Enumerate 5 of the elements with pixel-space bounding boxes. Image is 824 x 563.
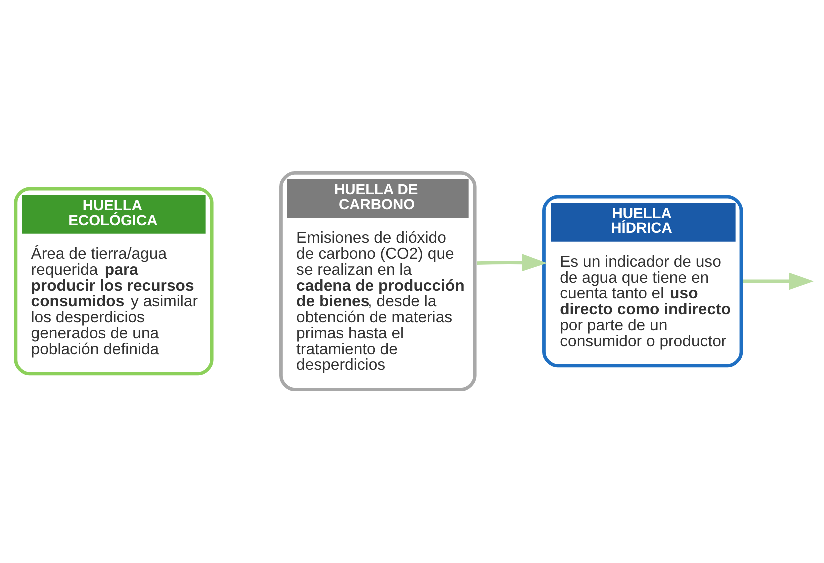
arrow [743, 272, 814, 290]
node-box: HUELLA DE CARBONO Emisiones de dióxido de carbono (CO2) que se realizan en la cadena de producción de bienes, desde la obtención de materias primas hasta el tratamiento de desperdicios [280, 172, 477, 392]
arrow [476, 254, 548, 272]
node-box: HUELLA HÍDRICA Es un indicador de uso de agua que tiene en cuenta tanto el uso directo como indirecto por parte de un consumidor o productor [542, 195, 744, 368]
node-box: HUELLA ECOLÓGICA Área de tierra/agua requerida para producir los recursos consumidos y asimilar los desperdicios generados de una población definida [14, 187, 214, 376]
